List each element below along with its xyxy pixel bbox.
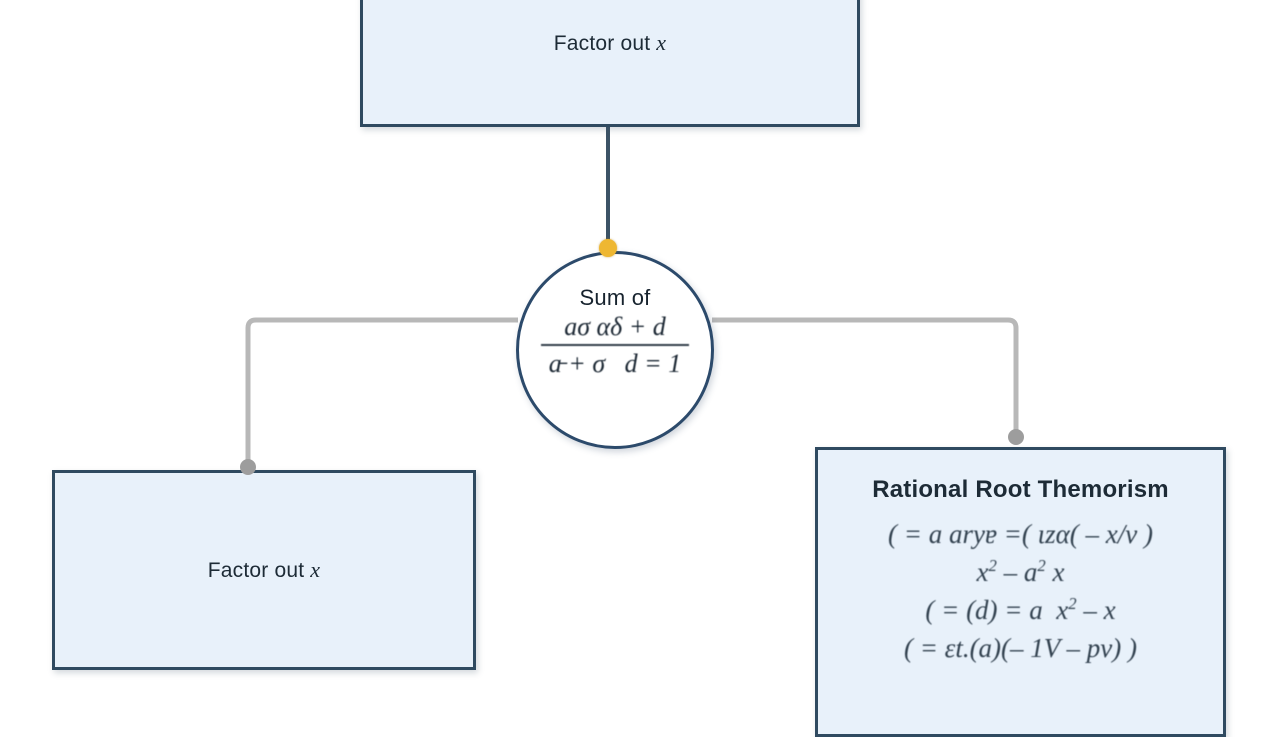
- node-factor-out-x-bottom[interactable]: Factor out x: [52, 470, 476, 670]
- connector-dot-grey-right[interactable]: [1008, 429, 1024, 445]
- node-factor-out-x-top[interactable]: Factor out x: [360, 0, 860, 127]
- math-line-3: ( = (d) = a x2 – x: [925, 594, 1116, 626]
- connector-dot-grey-left[interactable]: [240, 459, 256, 475]
- fraction-numerator: aσ αδ + d: [564, 312, 666, 342]
- connector-dot-gold-top[interactable]: [599, 239, 617, 257]
- circle-node-fraction: aσ αδ + d a̵ + σ d = 1: [541, 312, 689, 379]
- node-bottom-left-label-text: Factor out: [207, 558, 311, 582]
- circle-node-title: Sum of: [579, 285, 651, 310]
- node-bottom-left-label: Factor out x: [208, 557, 321, 583]
- node-top-label-text: Factor out: [553, 32, 657, 55]
- node-top-math-variable: x: [656, 30, 667, 55]
- node-bottom-left-math-variable: x: [310, 556, 321, 582]
- node-bottom-right-title: Rational Root Themorism: [872, 476, 1169, 503]
- math-line-4: ( = εt.(a)(– 1V – рv) ): [903, 632, 1138, 663]
- math-line-2: x2 – a2 x: [976, 556, 1065, 588]
- node-top-label: Factor out x: [554, 30, 667, 56]
- node-rational-root-theorem[interactable]: Rational Root Themorism ( = a aryɐ =( ιz…: [815, 447, 1226, 737]
- connector-center-to-bottom-left: [245, 317, 518, 465]
- diagram-canvas: Factor out x Sum of aσ αδ + d a̵ + σ d =…: [52, 0, 1226, 737]
- math-line-1: ( = a aryɐ =( ιzα( – x/v ): [888, 518, 1153, 549]
- fraction-bar: [541, 344, 689, 347]
- fraction-denominator: a̵ + σ d = 1: [548, 349, 682, 379]
- node-sum-of-roots[interactable]: Sum of aσ αδ + d a̵ + σ d = 1: [516, 251, 714, 449]
- connector-center-to-bottom-right: [712, 317, 1019, 436]
